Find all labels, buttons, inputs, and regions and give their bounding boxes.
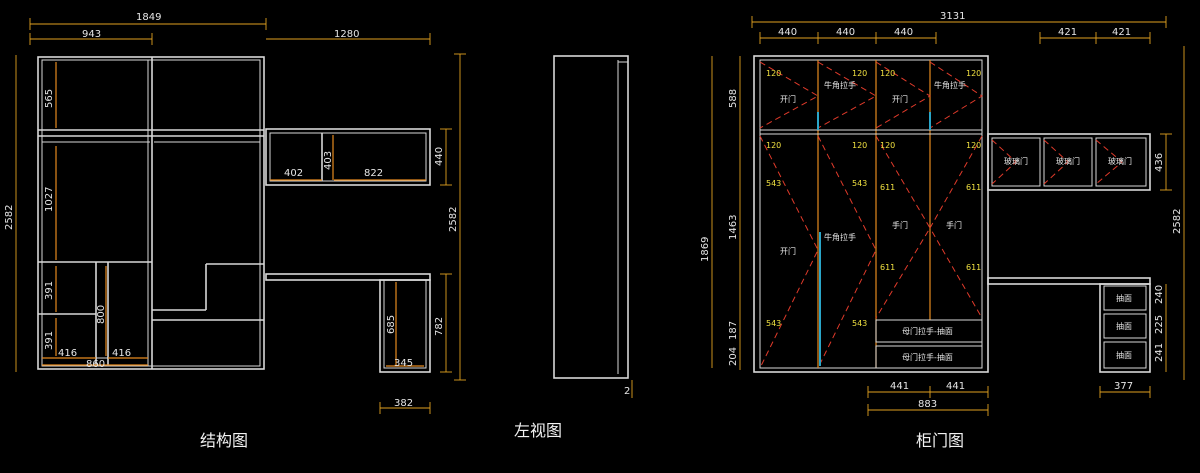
svg-text:120: 120 [880,141,895,150]
dim-403: 403 [323,151,334,170]
label-drawer-2: 抽面 [1116,321,1132,331]
dim-822: 822 [364,168,383,179]
dim-588: 588 [728,89,739,108]
dim-2582-door: 2582 [1172,209,1183,234]
svg-text:120: 120 [880,69,895,78]
dim-1849: 1849 [136,12,161,23]
dim-440: 440 [434,147,445,166]
svg-text:120: 120 [852,141,867,150]
dim-2582-right: 2582 [448,207,459,232]
dim-782: 782 [434,317,445,336]
svg-text:120: 120 [966,69,981,78]
label-mother-drawer-1: 母门拉手-抽面 [902,326,953,336]
dim-441-a: 441 [890,381,909,392]
dim-187: 187 [728,321,739,340]
dim-441-b: 441 [946,381,965,392]
dim-565: 565 [44,89,55,108]
dim-1280: 1280 [334,29,359,40]
structure-view: 1849 943 1280 2582 565 [4,12,466,450]
left-view: 2 左视图 [514,55,633,440]
dim-382: 382 [394,398,413,409]
label-mother-drawer-2: 母门拉手-抽面 [902,352,953,362]
left-view-caption: 左视图 [514,421,562,440]
dim-421-b: 421 [1112,27,1131,38]
dim-416-a: 416 [58,348,77,359]
label-glass-3: 玻璃门 [1108,156,1132,166]
svg-text:120: 120 [966,141,981,150]
label-open-door-1: 开门 [780,94,796,104]
label-niujiao-2: 牛角拉手 [934,80,966,90]
dim-440-col2: 440 [836,27,855,38]
svg-text:543: 543 [766,319,781,328]
dim-377: 377 [1114,381,1133,392]
dim-1869: 1869 [700,237,711,262]
dim-440-col3: 440 [894,27,913,38]
dim-860: 860 [86,359,105,370]
label-open-door-3: 开门 [780,246,796,256]
label-niujiao-3: 牛角拉手 [824,232,856,242]
dim-225: 225 [1154,315,1165,334]
svg-text:611: 611 [966,183,981,192]
dim-2582-left: 2582 [4,205,15,230]
svg-text:543: 543 [852,319,867,328]
dim-685: 685 [386,315,397,334]
door-view-caption: 柜门图 [916,431,964,450]
dim-883: 883 [918,399,937,410]
svg-text:120: 120 [766,141,781,150]
label-open-door-2: 开门 [892,94,908,104]
door-view: 3131 440 440 440 421 421 1869 588 1463 1… [700,11,1185,450]
dim-436: 436 [1154,153,1165,172]
dim-800: 800 [96,305,107,324]
dim-391-a: 391 [44,281,55,300]
dim-240: 240 [1154,285,1165,304]
svg-text:611: 611 [880,263,895,272]
label-hand-door-2: 手门 [946,220,962,230]
dim-204: 204 [728,347,739,366]
svg-text:543: 543 [766,179,781,188]
dim-943: 943 [82,29,101,40]
svg-text:543: 543 [852,179,867,188]
dim-440-col1: 440 [778,27,797,38]
left-view-marker: 2 [624,386,630,397]
label-niujiao-1: 牛角拉手 [824,80,856,90]
dim-1027: 1027 [44,187,55,212]
dim-416-b: 416 [112,348,131,359]
svg-text:611: 611 [966,263,981,272]
label-hand-door-1: 手门 [892,220,908,230]
dim-421-a: 421 [1058,27,1077,38]
svg-text:611: 611 [880,183,895,192]
dim-345: 345 [394,358,413,369]
structure-caption: 结构图 [200,431,248,450]
label-glass-2: 玻璃门 [1056,156,1080,166]
label-glass-1: 玻璃门 [1004,156,1028,166]
svg-text:120: 120 [852,69,867,78]
svg-text:120: 120 [766,69,781,78]
dim-402: 402 [284,168,303,179]
label-drawer-1: 抽面 [1116,293,1132,303]
dim-1463: 1463 [728,215,739,240]
dim-391-b: 391 [44,331,55,350]
dim-3131: 3131 [940,11,965,22]
label-drawer-3: 抽面 [1116,350,1132,360]
dim-241: 241 [1154,343,1165,362]
